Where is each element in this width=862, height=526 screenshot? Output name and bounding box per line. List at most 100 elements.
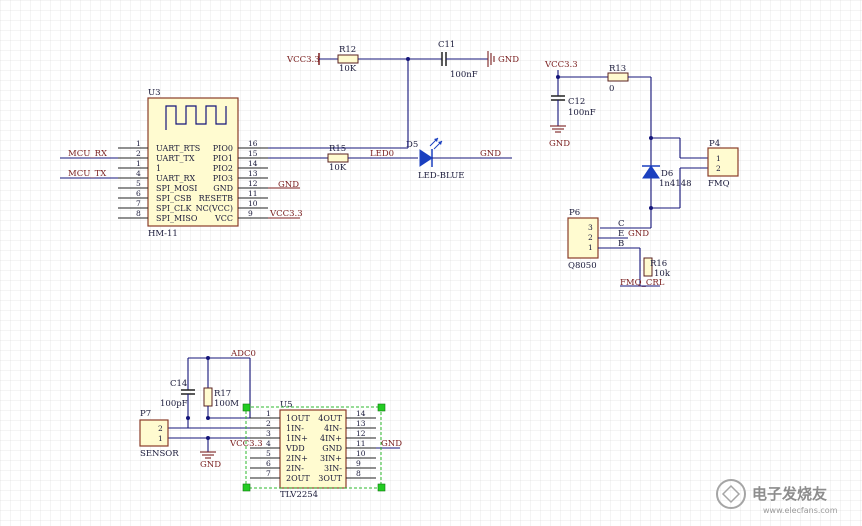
r12-ref: R12 <box>339 45 356 55</box>
r13-value: 0 <box>609 84 614 94</box>
u5-right-pin-name: 3IN+ <box>320 454 342 463</box>
p6-q8050-transistor[interactable]: P6 3 2 1 Q8050 <box>567 208 599 271</box>
p7-value: SENSOR <box>140 449 179 459</box>
p6-label-e: E <box>618 229 624 239</box>
u3-hm11-module[interactable]: U3 HM-11 1UART_RTS2UART_TX114UART_RX5SPI… <box>118 88 268 239</box>
d6-diode[interactable]: D6 1n4148 <box>642 165 692 189</box>
u5-right-pin-name: 4IN+ <box>320 434 342 443</box>
u5-right-pin-name: 3IN- <box>324 464 342 473</box>
r16-resistor[interactable]: R16 10k <box>643 257 671 279</box>
c14-ref: C14 <box>170 379 187 389</box>
p6-label-c: C <box>618 219 625 229</box>
p4-ref: P4 <box>709 139 720 149</box>
u3-left-pin-name: 1 <box>156 164 161 173</box>
u3-right-pin-number: 14 <box>248 159 258 168</box>
u3-left-pin-number: 6 <box>136 189 141 198</box>
u3-value: HM-11 <box>148 229 178 239</box>
u5-left-pin-name: 1IN- <box>286 424 304 433</box>
net-label-vcc-r12: VCC3.3 <box>286 55 320 65</box>
net-label-gnd-p6: GND <box>628 229 649 239</box>
u3-right-pin-name: PIO3 <box>213 174 233 183</box>
u5-right-pin-number: 13 <box>356 419 366 428</box>
u3-right-pin-name: VCC <box>214 214 233 223</box>
u5-right-pin-number: 11 <box>356 439 366 448</box>
p7-ref: P7 <box>140 409 151 419</box>
u3-right-pin-name: PIO0 <box>213 144 233 153</box>
net-label-mcu-tx: MCU_TX <box>68 169 107 179</box>
u5-left-pin-number: 2 <box>266 419 271 428</box>
r17-resistor[interactable]: R17 100M <box>203 387 239 409</box>
r12-value: 10K <box>339 64 357 74</box>
d5-led-blue[interactable]: D5 LED-BLUE <box>406 137 465 181</box>
u3-left-pin-number: 2 <box>136 149 141 158</box>
u5-left-pin-name: 2IN- <box>286 464 304 473</box>
r12-resistor[interactable]: R12 10K <box>337 45 359 74</box>
u5-right-pin-number: 12 <box>356 429 366 438</box>
p4-pin-2: 2 <box>716 164 721 173</box>
u3-ref: U3 <box>148 88 161 98</box>
r13-resistor[interactable]: R13 0 <box>607 64 629 94</box>
u5-right-pin-name: 4IN- <box>324 424 342 433</box>
u5-left-pin-name: 1OUT <box>286 414 310 423</box>
net-label-led0: LED0 <box>370 149 394 159</box>
u3-left-pins: 1UART_RTS2UART_TX114UART_RX5SPI_MOSI6SPI… <box>118 139 200 223</box>
net-label-vcc-r13: VCC3.3 <box>544 60 578 70</box>
p6-ref: P6 <box>569 208 580 218</box>
u3-left-pin-number: 8 <box>136 209 141 218</box>
p4-value: FMQ <box>708 179 730 189</box>
c12-ref: C12 <box>568 97 585 107</box>
u5-left-pin-number: 6 <box>266 459 271 468</box>
p6-value: Q8050 <box>568 261 597 271</box>
u5-left-pin-number: 7 <box>266 469 271 478</box>
net-label-mcu-rx: MCU_RX <box>68 149 108 159</box>
r13-ref: R13 <box>609 64 626 74</box>
net-label-gnd-sensor: GND <box>200 460 221 470</box>
net-label-gnd-led: GND <box>480 149 501 159</box>
r16-value: 10k <box>654 269 671 279</box>
c14-capacitor[interactable]: C14 100pF <box>160 379 195 409</box>
u5-tlv2254-opamp[interactable]: U5 TLV2254 11OUT21IN-31IN+4VDD52IN+62IN-… <box>250 400 376 500</box>
c11-ref: C11 <box>438 40 455 50</box>
u3-left-pin-number: 4 <box>136 169 141 178</box>
u3-left-pin-name: UART_TX <box>156 154 195 163</box>
u3-left-pin-name: UART_RX <box>156 174 196 183</box>
p7-pin-2: 2 <box>158 424 163 433</box>
gnd-symbol-sensor <box>200 451 216 459</box>
u3-left-pin-name: SPI_MOSI <box>156 184 197 193</box>
u3-right-pin-name: PIO2 <box>213 164 233 173</box>
u3-left-pin-name: UART_RTS <box>156 144 200 153</box>
u3-right-pin-name: NC(VCC) <box>196 204 233 213</box>
p4-fmq-connector[interactable]: P4 1 2 FMQ <box>707 139 739 189</box>
c11-capacitor[interactable]: C11 100nF <box>438 40 478 80</box>
u3-right-pins: 16PIO015PIO114PIO213PIO312GND11RESETB10N… <box>196 139 268 223</box>
u5-left-pin-name: 2OUT <box>286 474 310 483</box>
d5-ref: D5 <box>406 140 418 150</box>
net-label-gnd-u5: GND <box>381 439 402 449</box>
u3-left-pin-number: 5 <box>136 179 141 188</box>
p7-pin-1: 1 <box>158 434 163 443</box>
r15-resistor[interactable]: R15 10K <box>327 144 349 173</box>
net-label-fmq-crl: FMQ_CRL <box>620 278 665 288</box>
u5-value: TLV2254 <box>280 490 318 500</box>
u5-right-pin-name: GND <box>322 444 342 453</box>
p6-pin-2: 2 <box>588 233 593 242</box>
u3-right-pin-number: 15 <box>248 149 258 158</box>
net-label-adc0: ADC0 <box>230 349 256 359</box>
p7-sensor-connector[interactable]: P7 2 1 SENSOR <box>139 409 179 459</box>
net-label-gnd-c12: GND <box>549 139 570 149</box>
d5-value: LED-BLUE <box>418 171 465 181</box>
net-label-gnd-u3: GND <box>278 180 299 190</box>
u5-right-pin-number: 8 <box>356 469 361 478</box>
u5-left-pin-name: 2IN+ <box>286 454 308 463</box>
u3-left-pin-number: 1 <box>136 139 141 148</box>
u3-left-pin-number: 7 <box>136 199 141 208</box>
p4-pin-1: 1 <box>716 154 721 163</box>
p6-pin-1: 1 <box>588 243 593 252</box>
r17-ref: R17 <box>214 389 231 399</box>
u5-selection-box[interactable] <box>242 403 386 492</box>
u5-right-pin-name: 3OUT <box>318 474 342 483</box>
